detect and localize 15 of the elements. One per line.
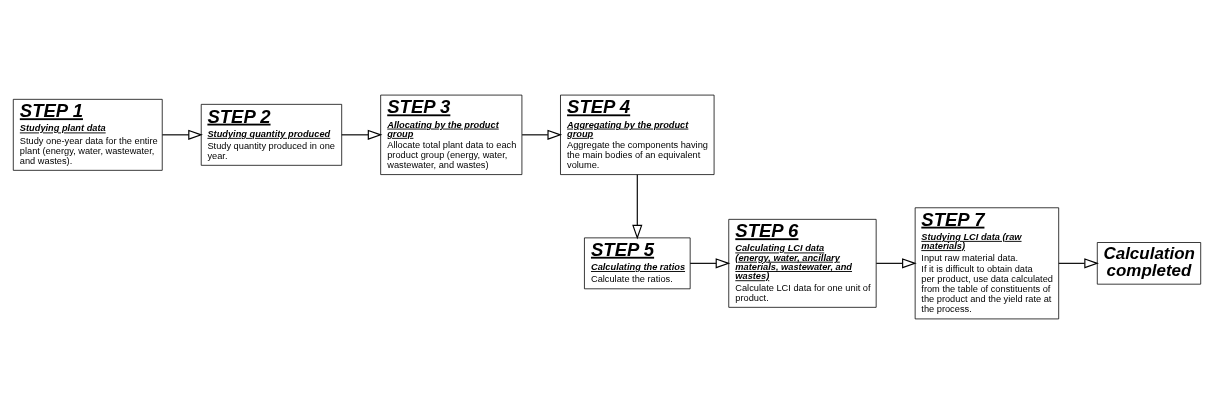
node-box: STEP 6 Calculating LCI data (energy, water, ancillary materials, wastewater, and wastes) Calculate LCI data for one unit of product.: [728, 218, 877, 308]
arrow: [632, 174, 643, 240]
arrow: [341, 129, 383, 140]
arrow: [689, 258, 731, 269]
node-box: Calculation completed: [1096, 242, 1202, 285]
node-box: STEP 4 Aggregating by the product group Aggregate the components having the main bodies of an equivalent volume.: [560, 94, 715, 175]
arrow: [1058, 258, 1099, 269]
arrow: [161, 129, 203, 140]
node-box: STEP 5 Calculating the ratios Calculate the ratios.: [584, 237, 691, 290]
node-box: STEP 1 Studying plant data Study one-year data for the entire plant (energy, water, wastewater, and wastes).: [12, 98, 163, 171]
node-box: STEP 7 Studying LCI data (raw materials) Input raw material data. If it is difficult to obtain data per product, use data calculated from the table of constituents of the product and the yield rate at the process.: [914, 207, 1060, 320]
arrow: [521, 129, 563, 140]
node-box: STEP 2 Studying quantity produced Study quantity produced in one year.: [200, 103, 343, 166]
node-box: STEP 3 Allocating by the product group Allocate total plant data to each product group (energy, water, wastewater, and wastes): [380, 94, 523, 175]
arrow: [875, 258, 917, 269]
